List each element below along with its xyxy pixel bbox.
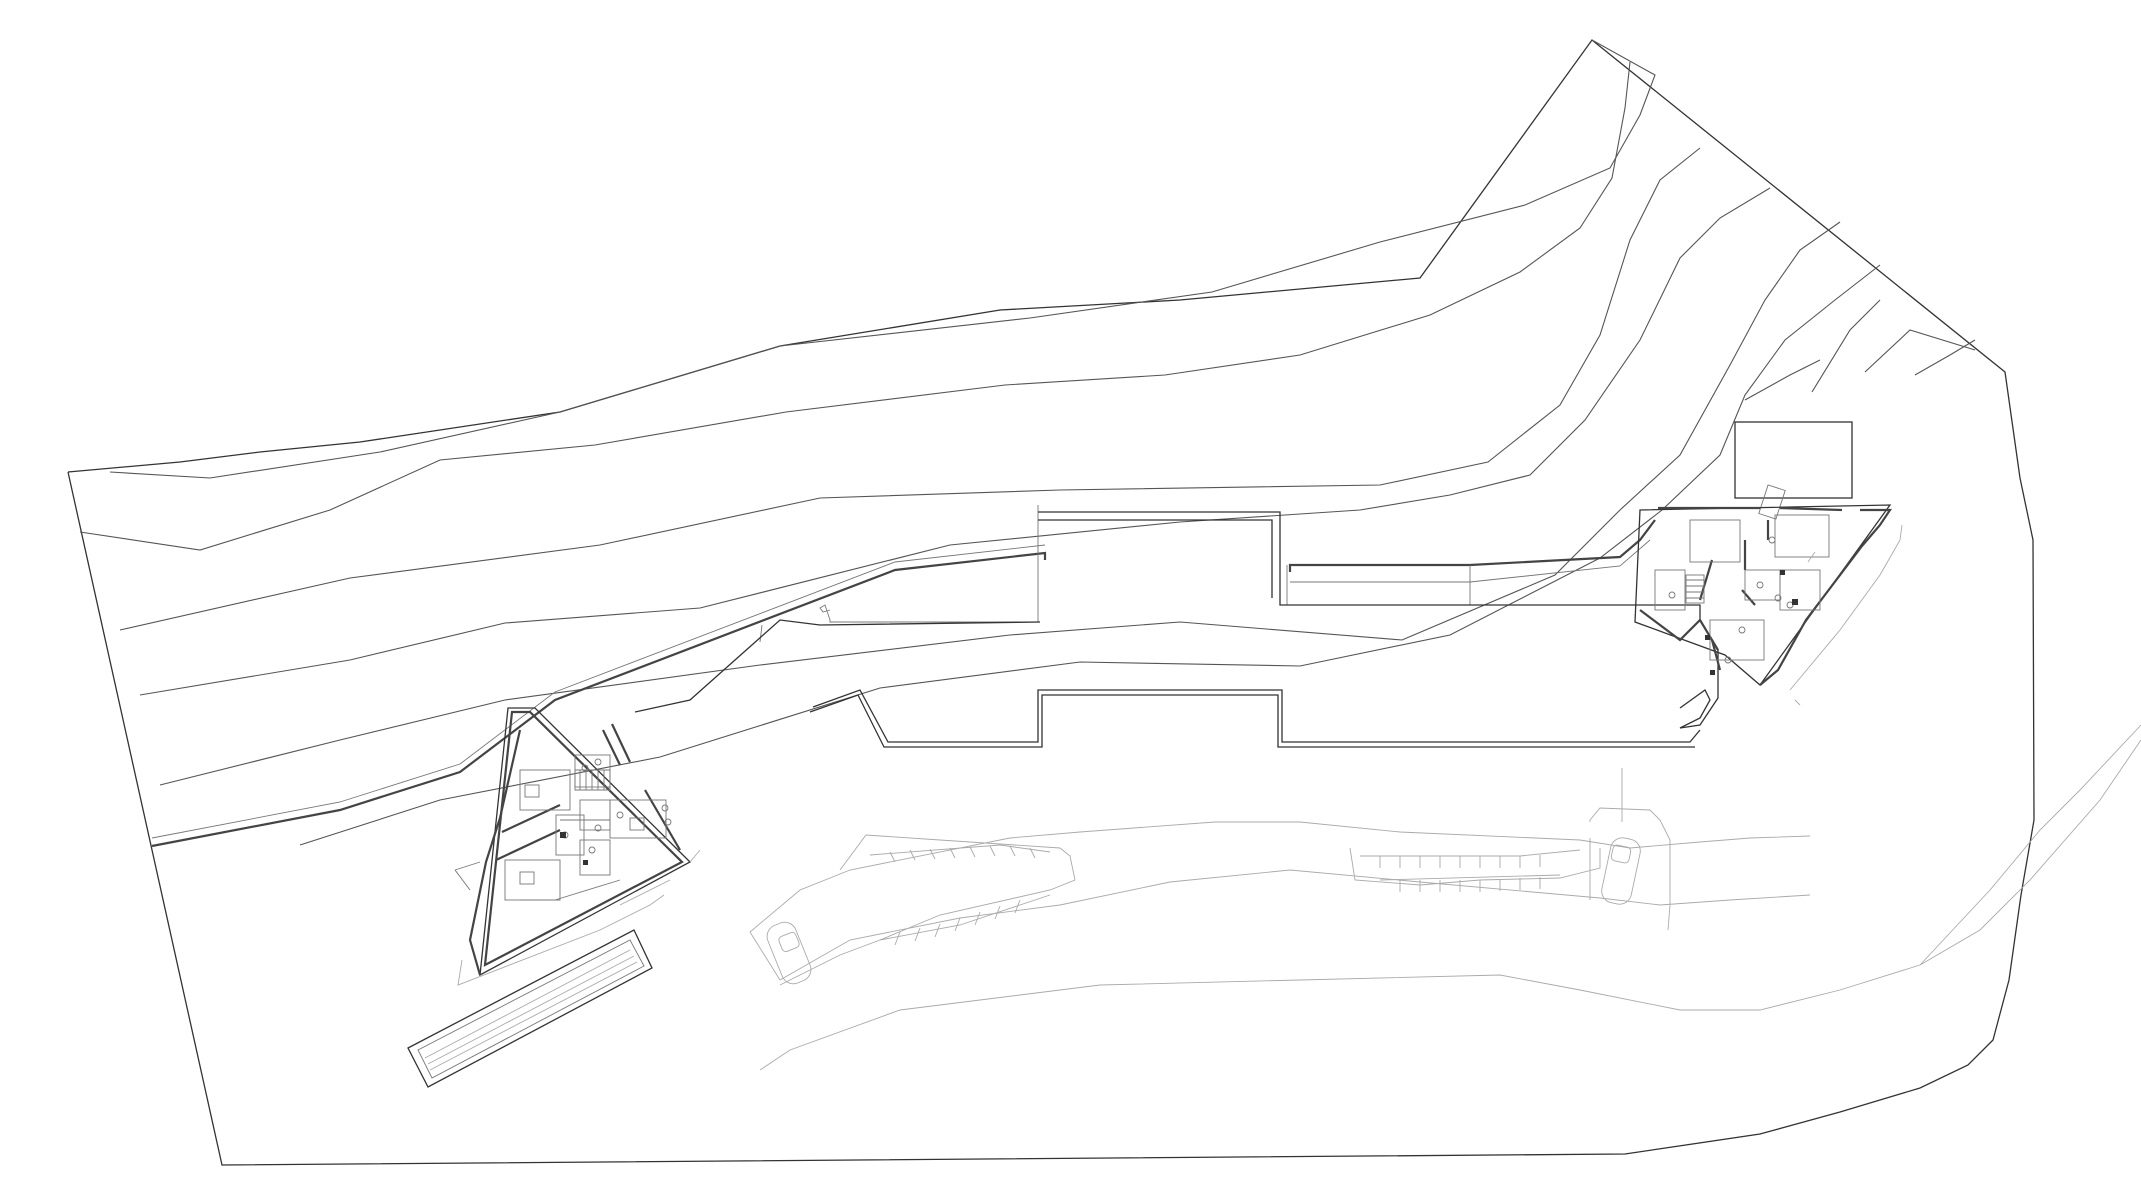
site-boundary <box>67 39 2035 1166</box>
swimming-pool <box>407 929 653 1088</box>
car-icon <box>766 921 812 985</box>
pool-east <box>1734 421 1853 499</box>
driveway <box>749 724 2141 1071</box>
house-west <box>454 707 701 986</box>
parking-bays-east <box>1360 849 1581 892</box>
stair <box>1685 574 1705 604</box>
central-terrace <box>634 505 1719 748</box>
house-east <box>1634 421 1903 706</box>
retaining-walls <box>151 519 1656 848</box>
stair <box>574 769 611 791</box>
contour-lines <box>79 39 1976 846</box>
parking-bays-west <box>869 844 1051 946</box>
car-icon <box>1601 837 1641 905</box>
